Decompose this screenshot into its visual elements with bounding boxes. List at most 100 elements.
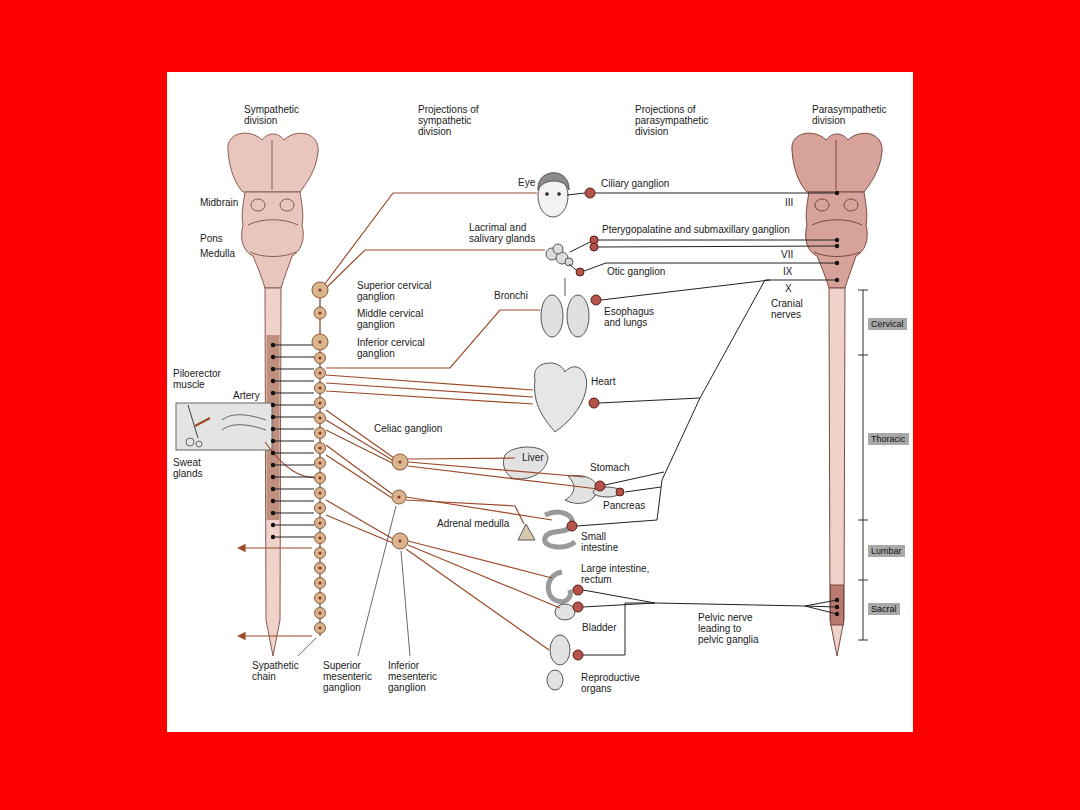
nucleus-dot bbox=[835, 605, 839, 609]
organ-label: Eye bbox=[517, 177, 536, 188]
sympathetic-ganglion bbox=[315, 503, 326, 514]
bracket-tick bbox=[858, 520, 868, 521]
preganglionic-fibre bbox=[273, 369, 314, 370]
organ-label: Large intestine, rectum bbox=[580, 563, 662, 585]
ganglion bbox=[573, 650, 583, 660]
hair bbox=[538, 173, 569, 190]
fibre bbox=[326, 375, 533, 390]
adrenal bbox=[518, 524, 535, 540]
preganglionic-fibre bbox=[273, 405, 314, 406]
preganglionic-fibre bbox=[273, 393, 314, 394]
fibre bbox=[805, 600, 837, 606]
fibre bbox=[570, 242, 590, 252]
colliculus bbox=[815, 199, 829, 211]
fibre bbox=[326, 445, 392, 494]
bladder bbox=[555, 604, 575, 620]
organ-label: Stomach bbox=[589, 462, 630, 473]
fibre bbox=[408, 545, 560, 608]
sympathetic-chain bbox=[271, 282, 408, 636]
cell-dot bbox=[271, 451, 275, 455]
sympathetic-ganglion bbox=[315, 368, 326, 379]
ganglion bbox=[616, 488, 624, 496]
ganglion-cell bbox=[318, 581, 321, 584]
fibre bbox=[577, 520, 657, 526]
bracket-tick bbox=[858, 290, 868, 291]
brain-part-label: Medulla bbox=[199, 248, 236, 259]
brain-part-label: Midbrain bbox=[199, 197, 239, 208]
sympathetic-ganglion bbox=[315, 443, 326, 454]
ganglion bbox=[591, 295, 601, 305]
cell-dot bbox=[271, 343, 275, 347]
gland bbox=[565, 258, 573, 266]
gland bbox=[553, 244, 563, 254]
ganglion-cell bbox=[318, 401, 321, 404]
sympathetic-ganglion bbox=[315, 548, 326, 559]
fibre bbox=[265, 442, 318, 478]
organ-label: Bladder bbox=[581, 622, 617, 633]
heart bbox=[534, 363, 586, 432]
sympathetic-ganglion bbox=[315, 623, 326, 634]
stomach bbox=[565, 476, 597, 504]
fibre bbox=[408, 458, 515, 459]
ganglion-cell bbox=[318, 356, 321, 359]
ganglion-cell bbox=[318, 626, 321, 629]
nucleus-dot bbox=[835, 612, 839, 616]
leader-line bbox=[401, 551, 410, 656]
ganglion-label: Superior cervical ganglion bbox=[356, 280, 443, 302]
cell-dot bbox=[271, 535, 275, 539]
pons-line bbox=[248, 220, 298, 225]
sympathetic-ganglion bbox=[315, 413, 326, 424]
nucleus-dot bbox=[835, 191, 839, 195]
nucleus-dot bbox=[835, 598, 839, 602]
ganglion bbox=[573, 585, 583, 595]
midline bbox=[272, 140, 273, 190]
sympathetic-ganglion bbox=[314, 307, 326, 319]
ganglion-label: Celiac ganglion bbox=[373, 423, 443, 434]
colliculus bbox=[251, 199, 265, 211]
ganglion-cell bbox=[318, 506, 321, 509]
leader-line bbox=[298, 638, 316, 656]
nerve-label: Cranial nerves bbox=[770, 298, 822, 320]
midline bbox=[836, 140, 837, 190]
sympathetic-ganglion bbox=[315, 578, 326, 589]
ganglion-cell bbox=[318, 566, 321, 569]
ganglion-cell bbox=[318, 416, 321, 419]
ganglion-cell bbox=[318, 288, 321, 291]
preganglionic-fibre bbox=[273, 501, 314, 502]
organ-label: Bronchi bbox=[493, 290, 529, 301]
fibre bbox=[583, 590, 655, 603]
region-tag: Lumbar bbox=[868, 545, 905, 557]
ganglion-cell bbox=[318, 340, 321, 343]
bracket-line bbox=[863, 290, 864, 640]
preganglionic-fibre bbox=[273, 345, 314, 346]
division-heading: Sympathetic division bbox=[243, 104, 315, 126]
fibre bbox=[598, 240, 837, 241]
cranial-nerve-number: IX bbox=[782, 266, 793, 277]
sympathetic-ganglion bbox=[312, 334, 328, 350]
ganglion bbox=[590, 243, 598, 251]
trachea bbox=[565, 278, 566, 296]
preganglionic-fibre bbox=[273, 477, 314, 478]
fibre bbox=[326, 455, 392, 498]
liver bbox=[503, 447, 548, 479]
cell-dot bbox=[271, 403, 275, 407]
sympathetic-ganglion bbox=[315, 563, 326, 574]
organ-label: Small intestine bbox=[580, 531, 632, 553]
preganglionic-fibre bbox=[273, 537, 314, 538]
hair bbox=[188, 405, 198, 438]
nucleus-dot bbox=[835, 244, 839, 248]
sympathetic-ganglion bbox=[315, 383, 326, 394]
sympathetic-ganglion bbox=[315, 488, 326, 499]
ganglion-label: Otic ganglion bbox=[606, 266, 666, 277]
ganglion-cell bbox=[318, 476, 321, 479]
preganglionic-fibre bbox=[273, 417, 314, 418]
sympathetic-fibres bbox=[238, 193, 598, 650]
preganglionic-fibre bbox=[273, 357, 314, 358]
colliculus bbox=[844, 199, 858, 211]
cell-dot bbox=[271, 355, 275, 359]
sympathetic-ganglion bbox=[315, 458, 326, 469]
parasympathetic-ganglia bbox=[567, 188, 624, 660]
preganglionic-fibre bbox=[273, 441, 314, 442]
ganglion-cell bbox=[318, 446, 321, 449]
brainstem-body bbox=[242, 192, 304, 288]
